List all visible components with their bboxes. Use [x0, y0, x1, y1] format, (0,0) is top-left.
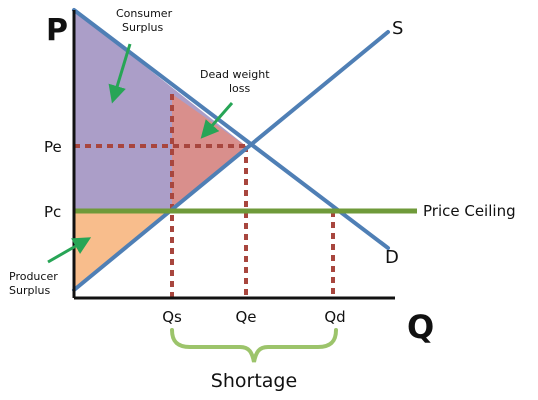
quantity-tick-qs: Qs: [162, 308, 182, 326]
consumer-surplus-note: Consumer Surplus: [116, 7, 176, 34]
producer-surplus-line-2: Surplus: [9, 284, 50, 297]
y-axis-label: P: [46, 13, 68, 48]
price-ceiling-label: Price Ceiling: [423, 202, 516, 220]
producer-surplus-note: Producer Surplus: [9, 270, 61, 297]
deadweight-loss-line-2: loss: [229, 82, 251, 95]
consumer-surplus-line-1: Consumer: [116, 7, 173, 20]
guide-lines: [74, 94, 335, 298]
shortage-label: Shortage: [211, 370, 297, 392]
consumer-surplus-area: [74, 10, 246, 211]
demand-curve: [72, 8, 390, 250]
deadweight-loss-note: Dead weight loss: [200, 68, 273, 95]
deadweight-loss-line-1: Dead weight: [200, 68, 270, 81]
shortage-brace: [170, 328, 338, 363]
price-tick-pc: Pc: [44, 203, 61, 221]
deadweight-loss-area: [172, 94, 246, 211]
producer-surplus-arrow: [47, 237, 92, 264]
supply-curve: [72, 30, 390, 292]
demand-label: D: [385, 247, 399, 268]
x-axis-label: Q: [407, 308, 434, 346]
deadweight-loss-arrow: [200, 102, 234, 139]
supply-label: S: [392, 18, 403, 39]
producer-surplus-line-1: Producer: [9, 270, 58, 283]
price-tick-pe: Pe: [44, 138, 62, 156]
consumer-surplus-line-2: Surplus: [122, 21, 163, 34]
quantity-tick-qe: Qe: [235, 308, 256, 326]
quantity-tick-qd: Qd: [324, 308, 345, 326]
consumer-surplus-arrow: [108, 43, 132, 104]
